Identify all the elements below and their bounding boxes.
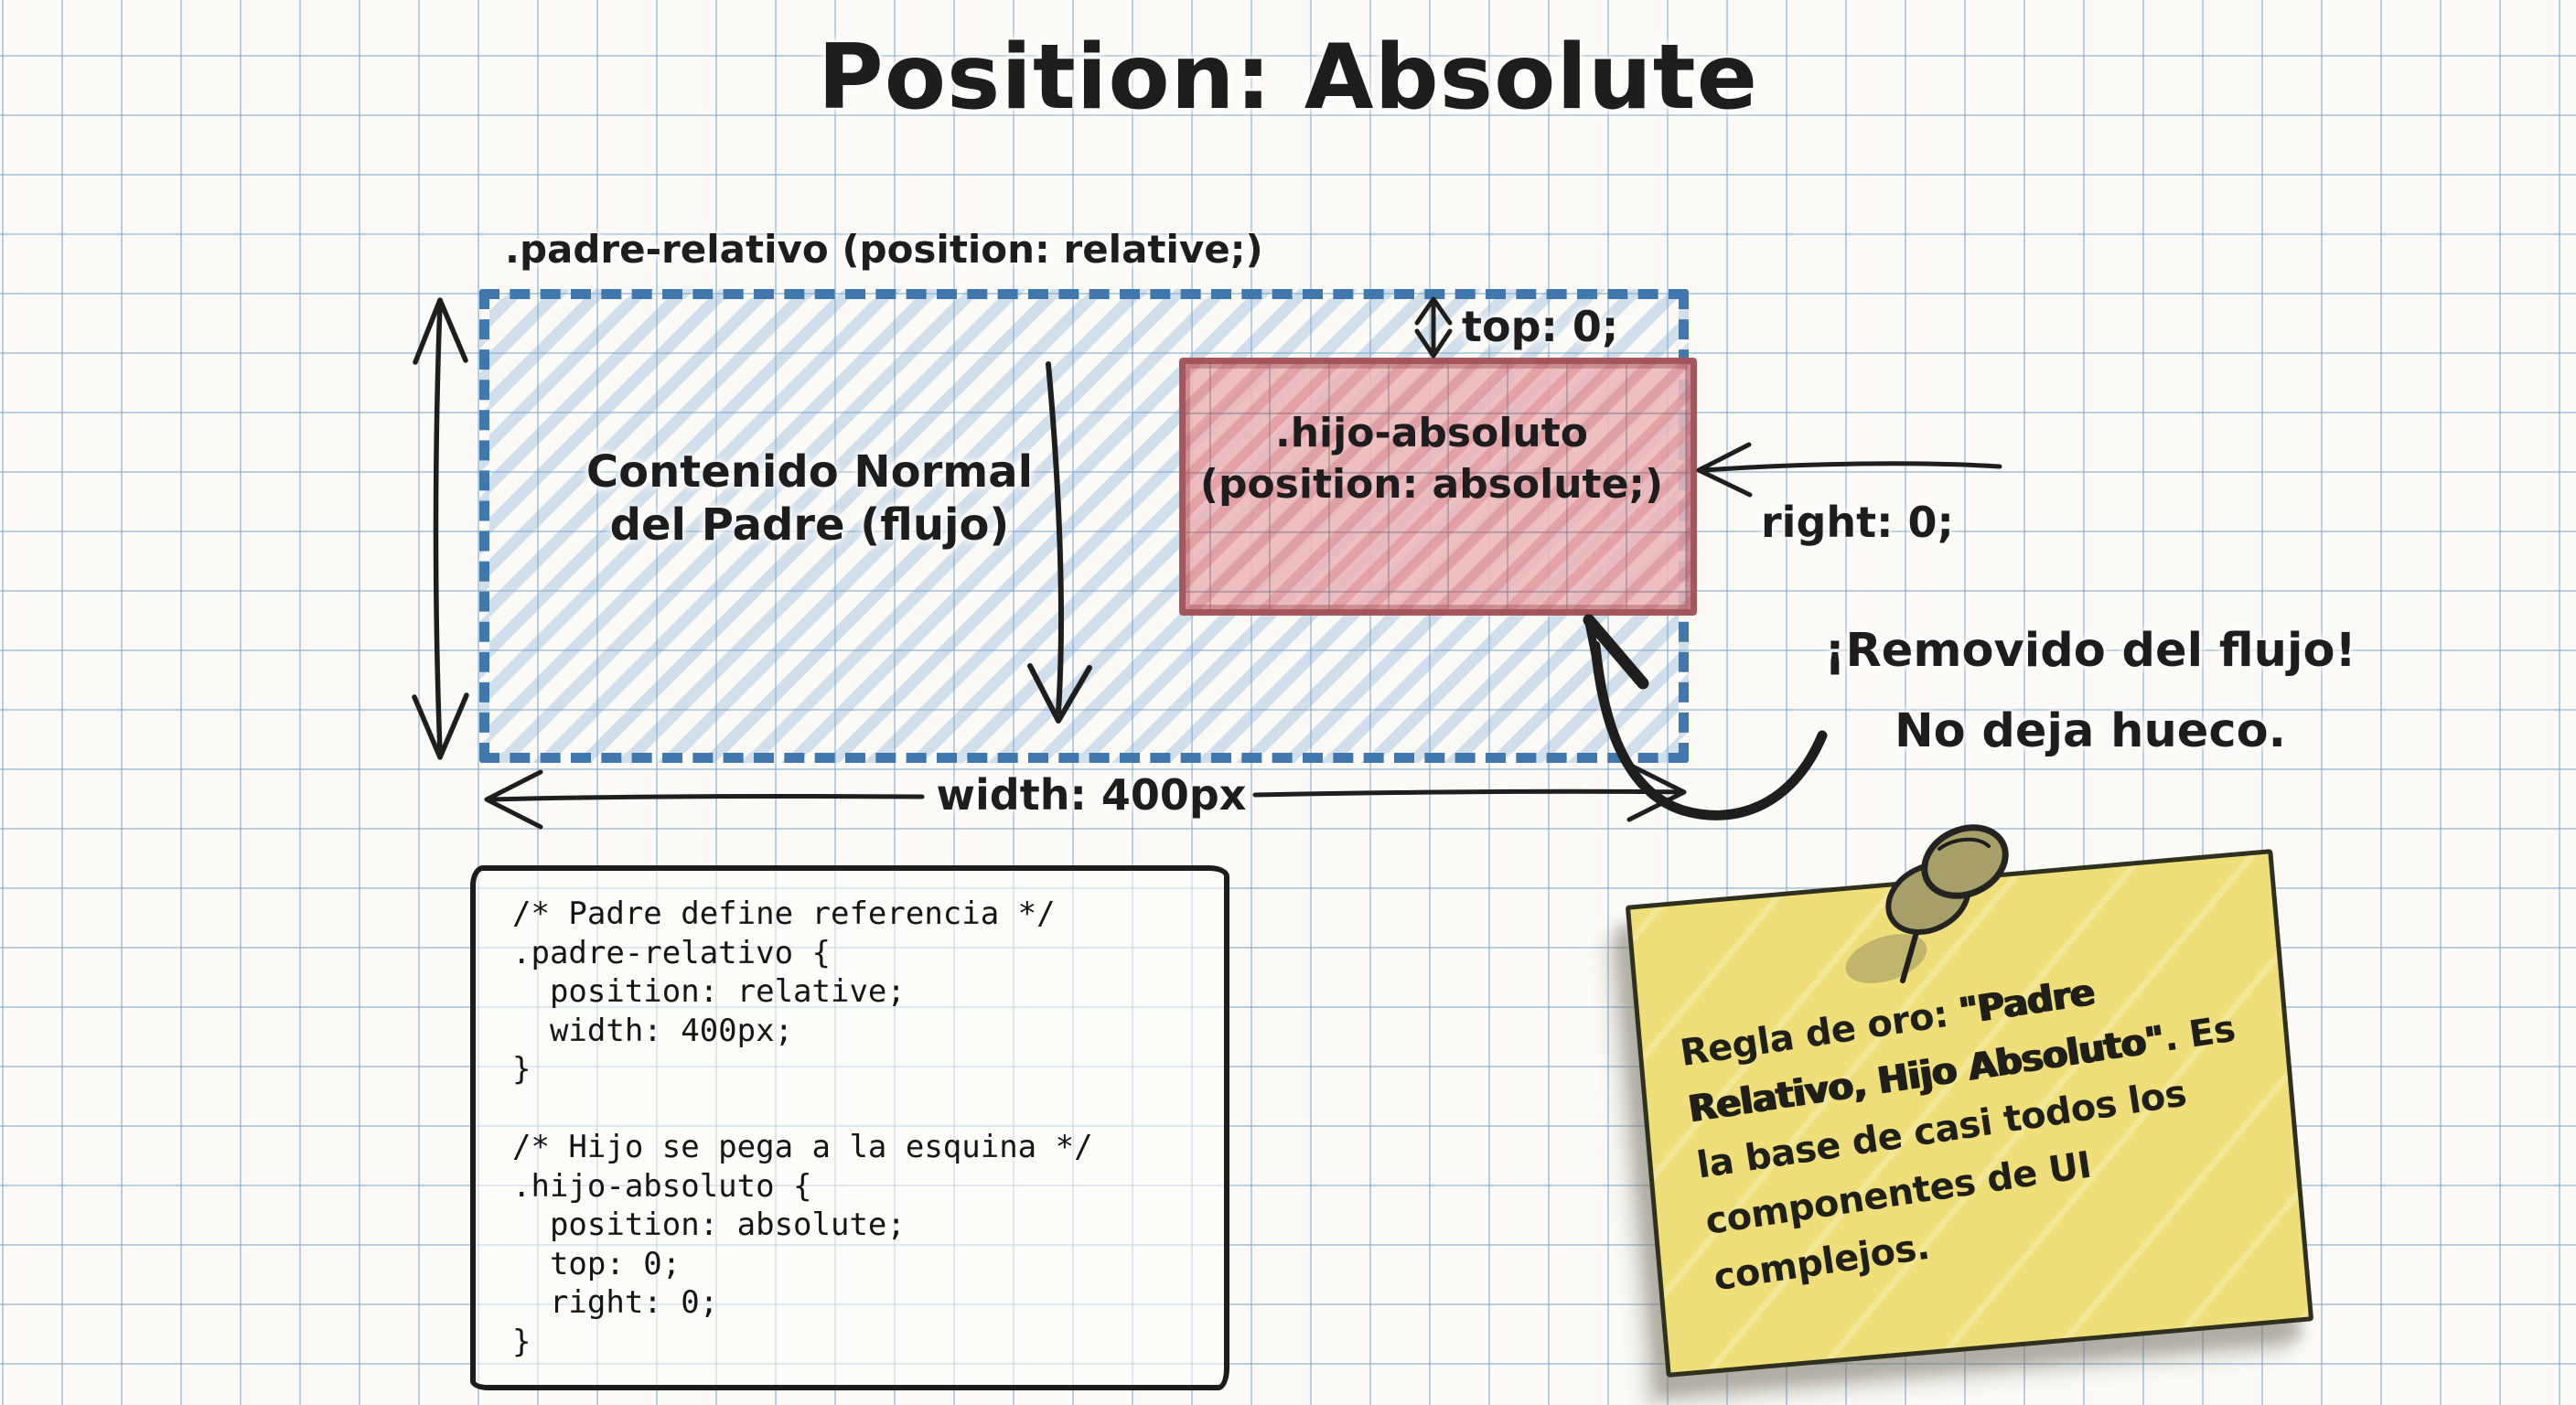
callout-line2: No deja hueco. [1894,704,2287,758]
height-double-arrow-icon [412,297,469,760]
removed-from-flow-callout: ¡Removido del flujo! No deja hueco. [1798,611,2383,772]
sticky-note-text: Regla de oro: "Padre Relativo, Hijo Abso… [1677,943,2276,1307]
parent-content-text: Contenido Normal del Padre (flujo) [553,445,1066,552]
right-offset-label: right: 0; [1761,498,1954,547]
parent-box-label: .padre-relativo (position: relative;) [505,227,1263,272]
page-title: Position: Absolute [817,26,1759,130]
css-code-block: /* Padre define referencia */ .padre-rel… [470,865,1229,1390]
callout-line1: ¡Removido del flujo! [1824,624,2356,678]
top-offset-label: top: 0; [1462,302,1619,351]
child-absolute-box: .hijo-absoluto (position: absolute;) [1179,358,1697,616]
child-box-label: .hijo-absoluto (position: absolute;) [1186,408,1678,510]
css-code-text: /* Padre define referencia */ .padre-rel… [512,896,1093,1360]
sticky-note: Regla de oro: "Padre Relativo, Hijo Abso… [1625,849,2314,1378]
width-label: width: 400px [936,770,1247,820]
parent-content-line2: del Padre (flujo) [609,499,1010,551]
parent-content-line1: Contenido Normal [585,446,1034,498]
child-label-line2: (position: absolute;) [1199,461,1664,508]
right-offset-arrow-icon [1696,442,2002,498]
child-label-line1: .hijo-absoluto [1275,410,1588,456]
